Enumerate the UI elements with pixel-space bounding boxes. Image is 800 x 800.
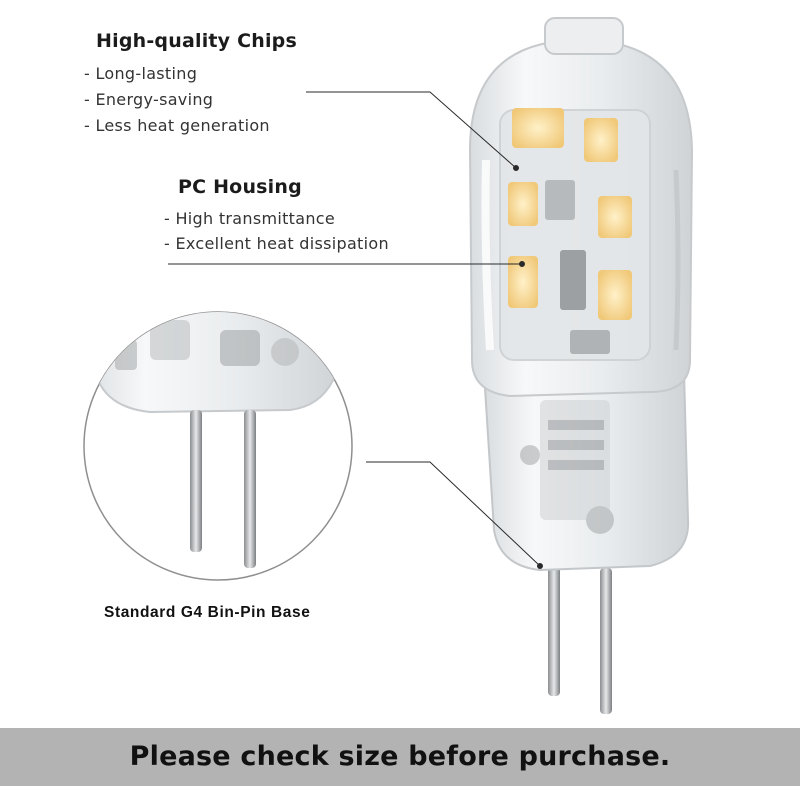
base-closeup [83, 311, 353, 581]
bulb-pins [548, 560, 612, 714]
housing-feature-2: - Excellent heat dissipation [164, 234, 389, 253]
chips-feature-2: - Energy-saving [84, 90, 214, 109]
bulb-base-internals [520, 400, 614, 534]
chips-feature-3: - Less heat generation [84, 116, 270, 135]
notice-banner-text: Please check size before purchase. [129, 741, 671, 772]
chips-feature-1: - Long-lasting [84, 64, 198, 83]
bulb-tip [544, 17, 624, 55]
led-chips [508, 108, 632, 320]
leader-lines [168, 91, 543, 569]
housing-feature-1: - High transmittance [164, 209, 336, 228]
base-caption: Standard G4 Bin-Pin Base [104, 604, 311, 621]
notice-banner [0, 728, 800, 786]
housing-heading: PC Housing [178, 176, 302, 198]
chips-heading: High-quality Chips [96, 30, 297, 52]
